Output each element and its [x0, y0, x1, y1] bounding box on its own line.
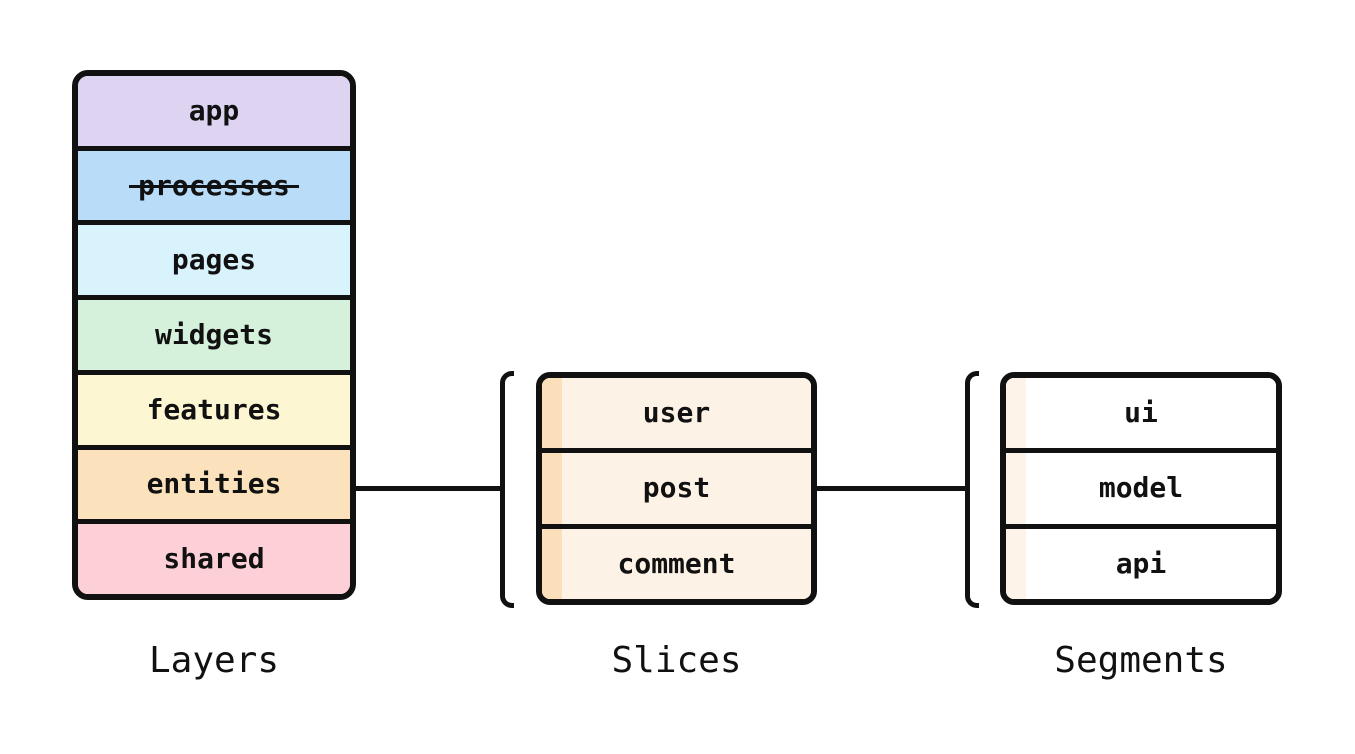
segment-row-model: model [1006, 448, 1276, 524]
layer-label-processes: processes [129, 168, 299, 202]
connector-entities-to-slices [352, 486, 504, 491]
slice-accent-strip [542, 378, 562, 449]
segment-row-ui: ui [1006, 378, 1276, 449]
layers-caption: Layers [148, 640, 280, 681]
segment-accent-strip [1006, 453, 1026, 524]
layer-label-shared: shared [163, 542, 265, 576]
segment-accent-strip [1006, 528, 1026, 599]
layer-row-features: features [78, 369, 350, 445]
slice-row-post: post [542, 448, 811, 524]
layer-row-app: app [78, 76, 350, 146]
slice-label-comment: comment [617, 546, 736, 580]
segment-label-model: model [1098, 471, 1184, 505]
layer-row-pages: pages [78, 220, 350, 296]
layer-label-entities: entities [146, 467, 282, 501]
slice-label-user: user [642, 396, 711, 430]
slice-accent-strip [542, 453, 562, 524]
slices-bracket [500, 371, 514, 608]
slice-row-comment: comment [542, 523, 811, 599]
connector-slices-to-segments [813, 486, 969, 491]
slices-box: user post comment [536, 372, 817, 605]
slice-label-post: post [642, 471, 711, 505]
segment-label-ui: ui [1124, 396, 1158, 430]
layer-row-entities: entities [78, 444, 350, 520]
slice-row-user: user [542, 378, 811, 449]
layer-label-widgets: widgets [154, 318, 273, 352]
segments-bracket [965, 371, 979, 608]
layer-label-features: features [146, 392, 282, 426]
segment-accent-strip [1006, 378, 1026, 449]
segments-box: ui model api [1000, 372, 1282, 605]
segment-label-api: api [1115, 546, 1167, 580]
layers-stack: app processes pages widgets features ent… [72, 70, 356, 600]
layer-row-widgets: widgets [78, 295, 350, 370]
slices-caption: Slices [611, 640, 742, 681]
layer-row-shared: shared [78, 519, 350, 594]
layer-row-processes: processes [78, 145, 350, 221]
segments-caption: Segments [1054, 640, 1228, 681]
layer-label-pages: pages [171, 243, 257, 277]
slice-accent-strip [542, 528, 562, 599]
layer-label-app: app [188, 93, 240, 127]
segment-row-api: api [1006, 523, 1276, 599]
